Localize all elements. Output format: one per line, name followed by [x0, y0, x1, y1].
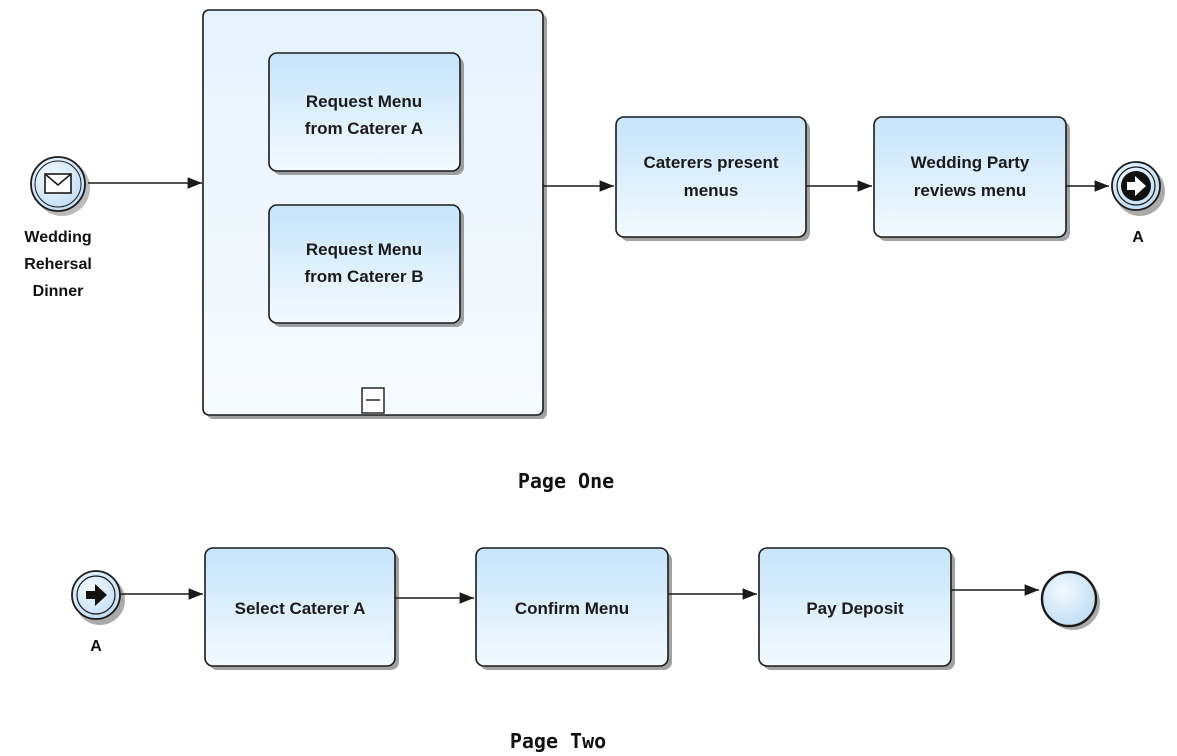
start-event-label-line-1: Wedding [24, 229, 91, 246]
task-caterers-present-menus[interactable]: Caterers present menus [615, 116, 810, 241]
link-catch-label: A [90, 638, 102, 655]
task-label: Confirm Menu [515, 599, 629, 618]
link-throw-label: A [1132, 229, 1144, 246]
task-request-menu-caterer-a[interactable]: Request Menu from Caterer A [268, 52, 464, 175]
task-select-caterer-a[interactable]: Select Caterer A [204, 547, 399, 670]
page-one-title: Page One [518, 469, 614, 493]
task-label: Pay Deposit [806, 599, 904, 618]
task-label-line-1: Caterers present [643, 153, 778, 172]
arrow-right-icon [1121, 171, 1151, 201]
task-label-line-1: Wedding Party [911, 153, 1030, 172]
link-throw-event[interactable] [1111, 161, 1165, 216]
task-label-line-1: Request Menu [306, 92, 422, 111]
task-label-line-1: Request Menu [306, 240, 422, 259]
end-event[interactable] [1040, 570, 1100, 630]
page-two: A Select Caterer A Confirm Menu Pay Depo… [71, 547, 1100, 753]
start-message-event[interactable] [30, 156, 90, 216]
link-catch-event[interactable] [71, 570, 125, 625]
task-wedding-party-reviews-menu[interactable]: Wedding Party reviews menu [873, 116, 1070, 241]
task-label-line-2: from Caterer B [304, 267, 423, 286]
start-event-label-line-2: Rehersal [24, 256, 92, 273]
page-two-title: Page Two [510, 729, 606, 753]
task-confirm-menu[interactable]: Confirm Menu [475, 547, 672, 670]
task-label-line-2: reviews menu [914, 181, 1026, 200]
page-one: Wedding Rehersal Dinner Request Menu fro… [24, 9, 1165, 493]
task-label: Select Caterer A [235, 599, 366, 618]
arrow-right-icon [86, 584, 107, 606]
task-pay-deposit[interactable]: Pay Deposit [758, 547, 955, 670]
collapse-marker-icon[interactable] [361, 387, 385, 414]
task-request-menu-caterer-b[interactable]: Request Menu from Caterer B [268, 204, 464, 327]
envelope-icon [44, 173, 72, 194]
task-label-line-2: menus [684, 181, 739, 200]
start-event-label-line-3: Dinner [33, 283, 84, 300]
task-label-line-2: from Caterer A [305, 119, 423, 138]
